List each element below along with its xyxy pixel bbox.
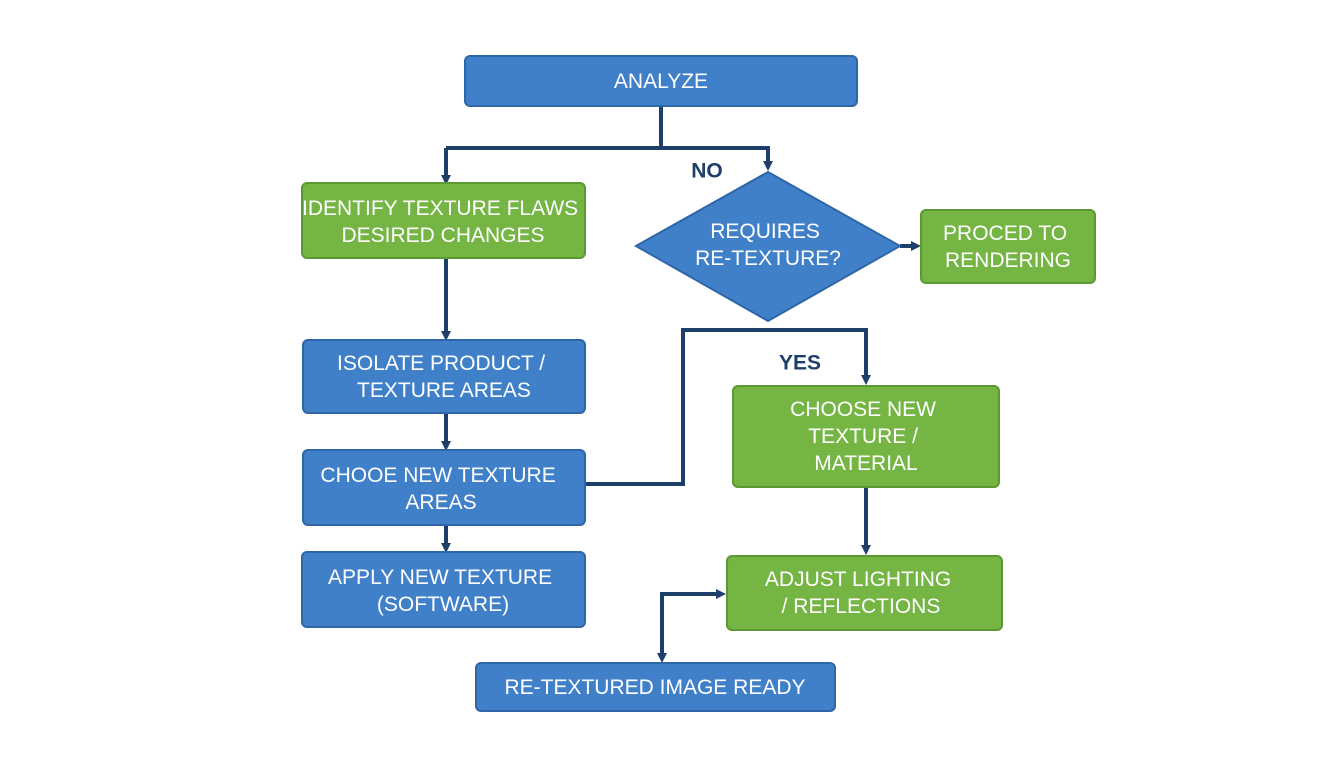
node-choose-material-box — [732, 385, 1000, 488]
node-analyze-text: ANALYZE — [614, 70, 708, 93]
node-rendering-box — [920, 209, 1096, 284]
node-choose-areas-text: CHOOE NEW TEXTURE AREAS — [320, 464, 561, 514]
node-decision: REQUIRES RE-TEXTURE? — [633, 170, 903, 323]
node-rendering-line-1: PROCED TO — [943, 222, 1067, 245]
node-decision-diamond — [633, 170, 903, 323]
edge-label-yes: YES — [779, 352, 821, 375]
node-apply-line-1: APPLY NEW TEXTURE — [328, 566, 552, 589]
node-isolate-box — [302, 339, 586, 414]
node-choose-areas-line-2: AREAS — [405, 491, 476, 514]
node-isolate-line-1: ISOLATE PRODUCT / — [337, 352, 545, 375]
node-apply-text: APPLY NEW TEXTURE (SOFTWARE) — [328, 566, 558, 616]
node-identify-line-1: IDENTIFY TEXTURE FLAWS — [302, 197, 578, 220]
connector-analyze-split — [446, 106, 663, 150]
node-adjust: ADJUST LIGHTING / REFLECTIONS — [726, 555, 1003, 631]
node-adjust-text: ADJUST LIGHTING / REFLECTIONS — [765, 568, 957, 618]
node-choose-areas-box — [302, 449, 586, 526]
node-decision-line-1: REQUIRES — [710, 220, 820, 243]
node-identify-line-2: DESIRED CHANGES — [341, 224, 544, 247]
node-choose-material: CHOOSE NEW TEXTURE / MATERIAL — [732, 385, 1000, 488]
node-adjust-line-1: ADJUST LIGHTING — [765, 568, 951, 591]
node-choose-material-text: CHOOSE NEW TEXTURE / MATERIAL — [790, 398, 942, 475]
node-choose-material-line-1: CHOOSE NEW — [790, 398, 936, 421]
node-identify-box — [301, 182, 586, 259]
connector-split-to-decision — [661, 146, 773, 171]
node-isolate-line-2: TEXTURE AREAS — [357, 379, 531, 402]
node-analyze-box — [464, 55, 858, 107]
node-rendering-text: PROCED TO RENDERING — [943, 222, 1073, 272]
node-apply-box — [301, 551, 586, 628]
node-choose-areas-line-1: CHOOE NEW TEXTURE — [320, 464, 555, 487]
node-ready-line-1: RE-TEXTURED IMAGE READY — [504, 676, 805, 699]
connector-choose-areas-to-choose-material — [585, 328, 871, 486]
connector-ready-to-adjust — [660, 589, 726, 631]
node-ready-text: RE-TEXTURED IMAGE READY — [504, 676, 805, 699]
node-isolate-text: ISOLATE PRODUCT / TEXTURE AREAS — [337, 352, 551, 402]
node-rendering-line-2: RENDERING — [945, 249, 1071, 272]
node-analyze: ANALYZE — [464, 55, 858, 107]
node-decision-text: REQUIRES RE-TEXTURE? — [695, 220, 841, 270]
node-apply: APPLY NEW TEXTURE (SOFTWARE) — [301, 551, 586, 628]
node-isolate: ISOLATE PRODUCT / TEXTURE AREAS — [302, 339, 586, 414]
node-choose-material-line-3: MATERIAL — [814, 452, 917, 475]
node-adjust-line-2: / REFLECTIONS — [782, 595, 941, 618]
node-adjust-box — [726, 555, 1003, 631]
edge-label-no: NO — [691, 160, 723, 183]
node-choose-areas: CHOOE NEW TEXTURE AREAS — [302, 449, 586, 526]
node-rendering: PROCED TO RENDERING — [920, 209, 1096, 284]
node-apply-line-2: (SOFTWARE) — [377, 593, 509, 616]
node-ready-box — [475, 662, 836, 712]
node-analyze-line-1: ANALYZE — [614, 70, 708, 93]
node-ready: RE-TEXTURED IMAGE READY — [475, 662, 836, 712]
node-decision-line-2: RE-TEXTURE? — [695, 247, 841, 270]
node-identify-text: IDENTIFY TEXTURE FLAWS DESIRED CHANGES — [302, 197, 584, 247]
connectors — [441, 106, 921, 663]
node-identify: IDENTIFY TEXTURE FLAWS DESIRED CHANGES — [301, 182, 586, 259]
node-choose-material-line-2: TEXTURE / — [808, 425, 918, 448]
